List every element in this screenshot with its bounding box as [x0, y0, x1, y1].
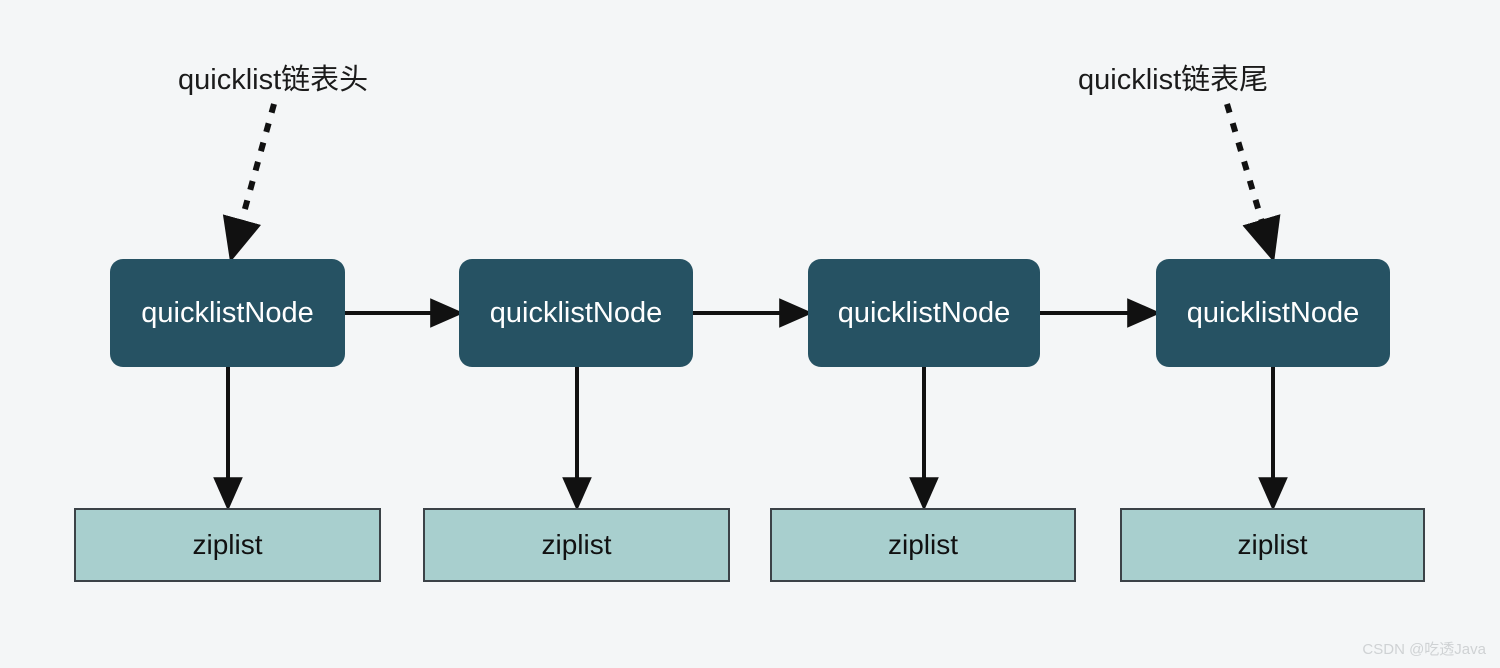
quicklist-node-label: quicklistNode: [489, 296, 663, 329]
ziplist-label: ziplist: [1237, 529, 1308, 560]
quicklist-node-1: quicklistNode: [110, 259, 345, 367]
annotation-arrow-1: [222, 103, 277, 263]
node-to-ziplist-arrows: [213, 367, 1288, 511]
annotation-label-2: quicklist链表尾: [1078, 64, 1269, 96]
quicklist-node-3: quicklistNode: [808, 259, 1040, 367]
quicklist-node-label: quicklistNode: [141, 296, 314, 329]
annotation-arrow-2: [1224, 103, 1281, 263]
ziplist-label: ziplist: [541, 529, 612, 560]
ziplist-box-3: ziplist: [770, 508, 1076, 582]
ziplist-label: ziplist: [887, 529, 958, 560]
quicklist-node-label: quicklistNode: [1186, 296, 1360, 329]
quicklist-node-2: quicklistNode: [459, 259, 693, 367]
quicklist-node-4: quicklistNode: [1156, 259, 1390, 367]
ziplist-label: ziplist: [192, 529, 263, 560]
ziplist-box-2: ziplist: [423, 508, 730, 582]
quicklist-node-label: quicklistNode: [837, 296, 1011, 329]
annotation-dashed-arrows: [222, 103, 1281, 263]
annotation-label-1: quicklist链表头: [178, 64, 369, 96]
ziplist-box-1: ziplist: [74, 508, 381, 582]
ziplist-box-4: ziplist: [1120, 508, 1425, 582]
watermark: CSDN @吃透Java: [1362, 641, 1486, 658]
